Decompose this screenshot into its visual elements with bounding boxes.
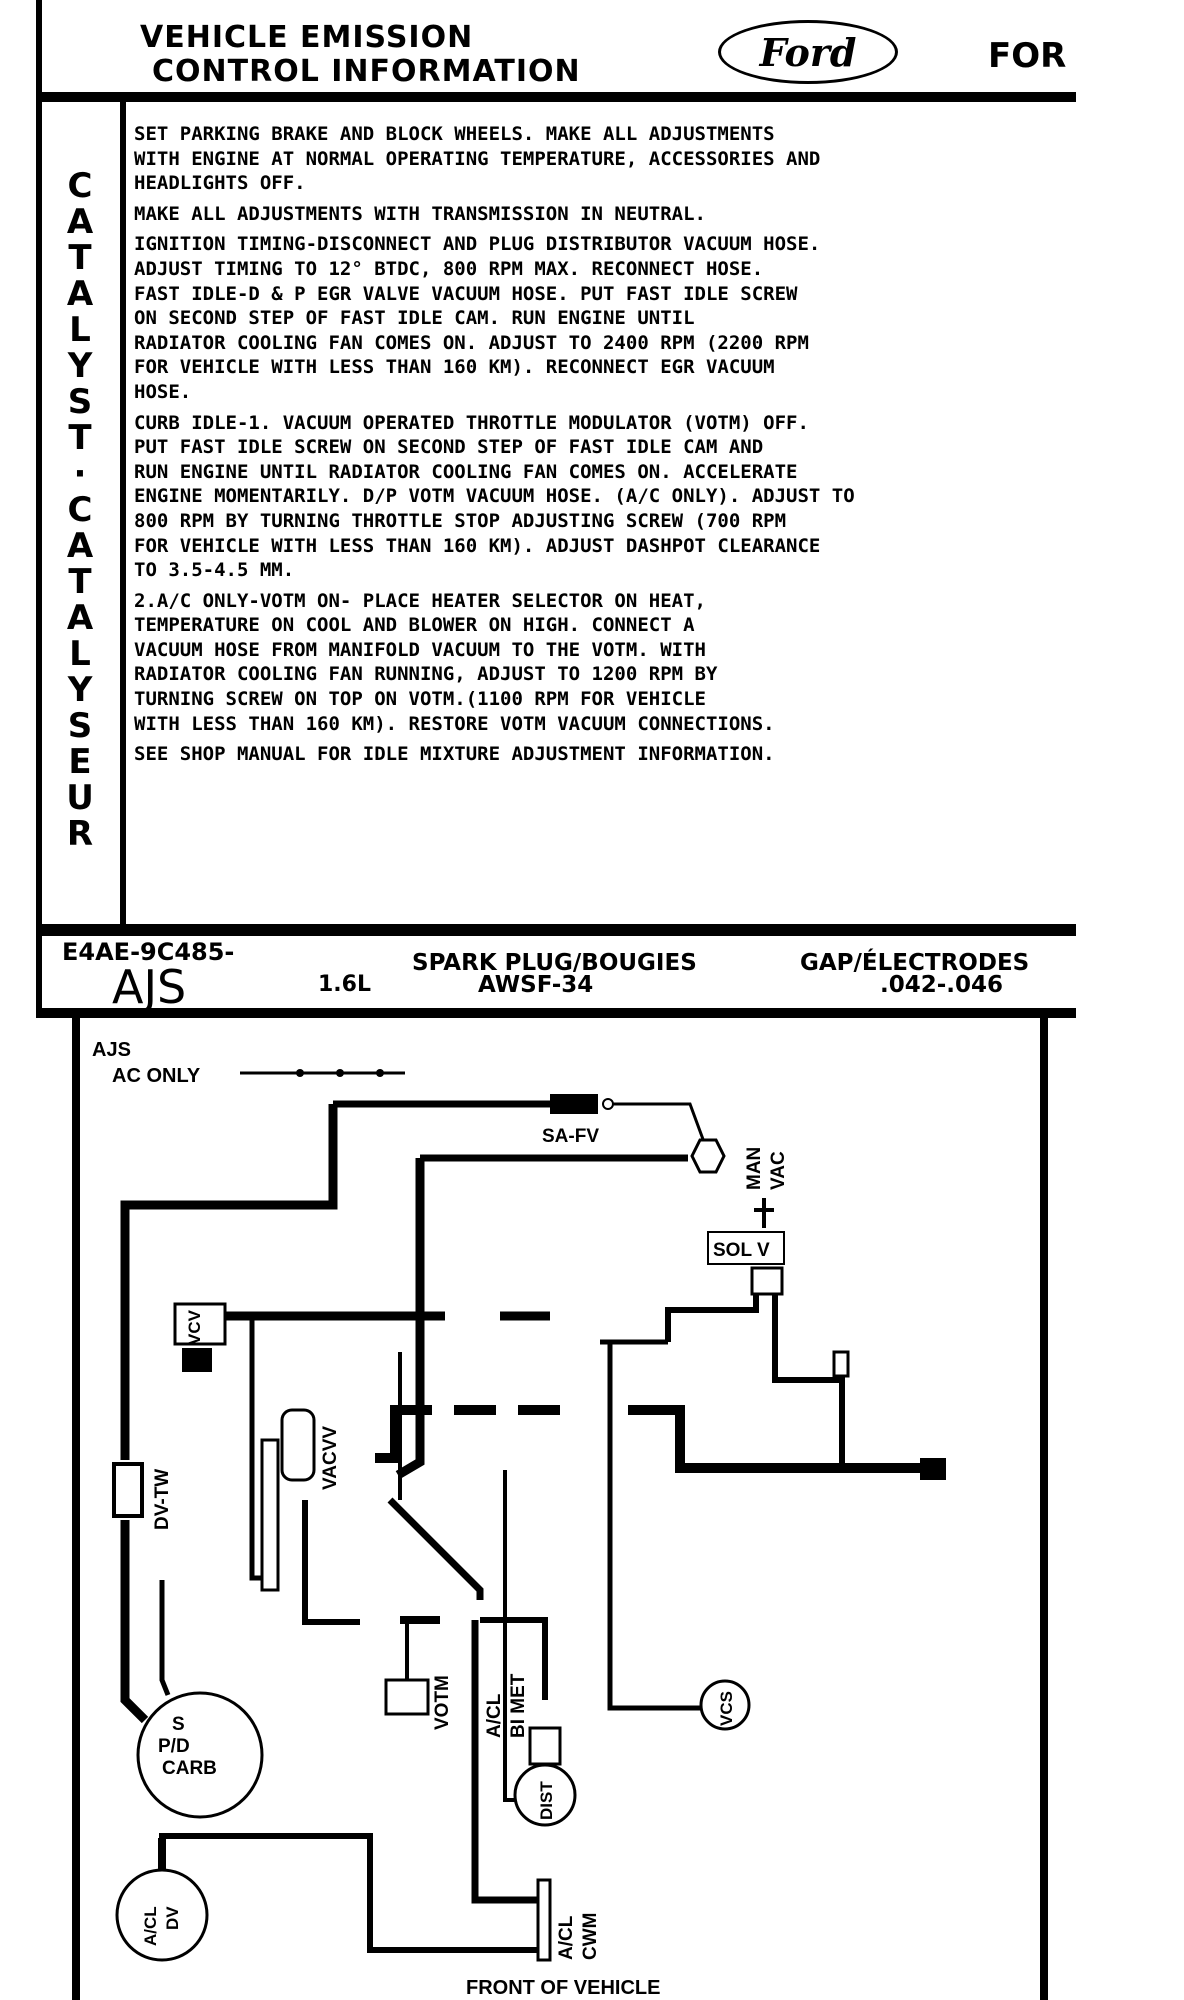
brand-text-truncated: FOR — [988, 36, 1067, 76]
safv-valve — [550, 1094, 598, 1114]
engine-size: 1.6L — [318, 972, 371, 997]
label-cwm-2: CWM — [580, 1913, 601, 1960]
label-carb-s: S — [172, 1714, 185, 1735]
gap-label: GAP/ÉLECTRODES — [800, 950, 1030, 976]
legend-label: AC ONLY — [112, 1065, 201, 1087]
acl-cwm-valve — [536, 1878, 552, 1962]
emission-label-header — [36, 0, 1076, 98]
ford-logo-text: Ford — [759, 29, 857, 75]
sidebar-divider — [120, 98, 126, 930]
sol-v-box — [707, 1231, 785, 1265]
calibration-code: AJS — [112, 960, 187, 1014]
votm-actuator — [384, 1678, 430, 1716]
carb-circle — [136, 1691, 264, 1819]
instruction-paragraph: CURB IDLE-1. VACUUM OPERATED THROTTLE MO… — [134, 411, 855, 582]
vacvv-valve — [280, 1408, 316, 1482]
vertical-letter: T — [68, 238, 92, 278]
label-dist: DIST — [537, 1781, 556, 1820]
vertical-letter: Y — [67, 346, 93, 386]
vertical-letter: U — [66, 778, 94, 818]
instruction-paragraph: SET PARKING BRAKE AND BLOCK WHEELS. MAKE… — [134, 123, 821, 195]
vertical-letter: L — [69, 310, 91, 350]
label-vacvv: VACVV — [320, 1426, 341, 1490]
label-acl-dv-2: DV — [163, 1906, 182, 1930]
hose-vcs — [607, 1340, 700, 1711]
hose-solv-down — [772, 1295, 845, 1465]
label-bi-met: BI MET — [508, 1673, 529, 1738]
vcs-circle — [699, 1679, 751, 1731]
label-a-cl: A/CL — [484, 1693, 505, 1738]
vertical-letter: A — [66, 526, 94, 566]
ford-logo: Ford — [718, 20, 898, 84]
hose-votm-lower — [302, 1500, 360, 1625]
vertical-letter: A — [66, 274, 94, 314]
vertical-letter: C — [67, 166, 93, 206]
instructions-panel — [36, 98, 1076, 930]
spark-plug-value: AWSF-34 — [478, 972, 594, 998]
vertical-letter: S — [67, 706, 93, 746]
hose-carb-link — [159, 1580, 171, 1696]
hose-acl-dv — [159, 1833, 540, 1953]
hose-bimet-thin — [503, 1470, 520, 1802]
label-votm: VOTM — [432, 1675, 453, 1730]
label-carb: CARB — [162, 1758, 217, 1779]
instruction-paragraph: MAKE ALL ADJUSTMENTS WITH TRANSMISSION I… — [134, 202, 706, 225]
spec-bar — [36, 930, 1076, 1018]
vertical-letter: A — [66, 202, 94, 242]
gap-value: .042-.046 — [880, 972, 1004, 998]
label-vcs: VCS — [717, 1691, 736, 1726]
vertical-letter: C — [67, 490, 93, 530]
label-cwm-1: A/CL — [556, 1915, 577, 1960]
vertical-letter: E — [68, 742, 92, 782]
hose-left-to-carb — [120, 1520, 149, 1724]
instruction-paragraph: IGNITION TIMING-DISCONNECT AND PLUG DIST… — [134, 233, 821, 403]
label-sol-v: SOL V — [713, 1240, 770, 1261]
hose-safv-right — [612, 1102, 706, 1143]
diagram-code: AJS — [92, 1039, 131, 1061]
vertical-letter: S — [67, 382, 93, 422]
spark-plug-label: SPARK PLUG/BOUGIES — [412, 950, 697, 976]
label-vac: VAC — [768, 1151, 789, 1190]
label-sa-fv: SA-FV — [542, 1126, 599, 1147]
diagram-footer: FRONT OF VEHICLE — [466, 1977, 660, 1999]
part-number: E4AE-9C485- — [62, 938, 235, 966]
man-vac-fitting — [690, 1138, 726, 1174]
label-vcv: VCV — [185, 1309, 204, 1345]
label-dv-tw: DV-TW — [152, 1469, 173, 1530]
hose-main-left — [120, 1104, 338, 1460]
instruction-paragraph: 2.A/C ONLY-VOTM ON- PLACE HEATER SELECTO… — [134, 589, 775, 735]
vertical-letter: R — [66, 814, 94, 854]
adjustment-instructions: SET PARKING BRAKE AND BLOCK WHEELS. MAKE… — [134, 122, 1074, 773]
label-acl-dv-1: A/CL — [141, 1906, 160, 1946]
hose-bracket-left — [375, 1410, 400, 1463]
vertical-letter: Y — [67, 670, 93, 710]
vertical-letter: T — [68, 562, 92, 602]
dv-tw-valve — [112, 1462, 144, 1518]
hose-egr-right — [628, 1405, 920, 1473]
vertical-letter: A — [66, 598, 94, 638]
hose-center-vertical — [395, 1158, 425, 1479]
vcv-valve — [173, 1302, 227, 1346]
egr-fitting — [920, 1458, 946, 1480]
label-carb-pd: P/D — [158, 1736, 190, 1757]
instruction-paragraph: SEE SHOP MANUAL FOR IDLE MIXTURE ADJUSTM… — [134, 743, 775, 766]
hose-cwm — [471, 1620, 540, 1904]
label-man: MAN — [744, 1147, 765, 1190]
sol-v-valve — [750, 1266, 784, 1296]
header-title-line-1: VEHICLE EMISSION — [140, 20, 474, 55]
vertical-letter: L — [69, 634, 91, 674]
header-title-line-2: CONTROL INFORMATION — [152, 54, 581, 89]
vertical-letter: · — [73, 454, 87, 494]
hose-votm-upper — [387, 1497, 484, 1600]
vacuum-diagram-frame — [72, 1018, 1048, 2000]
vertical-letter: T — [68, 418, 92, 458]
hose-bimet — [480, 1617, 548, 1700]
hose-solv-right — [665, 1268, 759, 1342]
acl-dv-circle — [115, 1868, 209, 1962]
